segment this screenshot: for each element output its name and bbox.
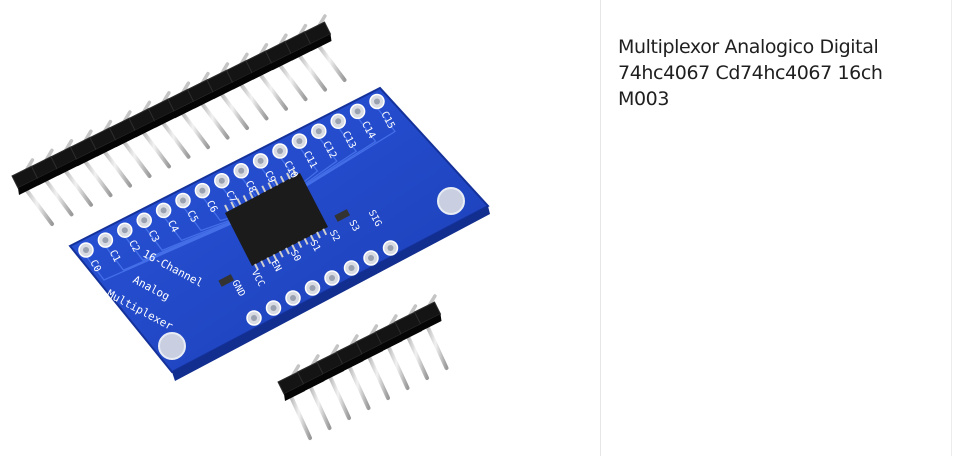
panel-edge <box>951 0 952 456</box>
svg-text:C8: C8 <box>243 179 258 195</box>
svg-text:S1: S1 <box>307 238 322 254</box>
svg-text:C2: C2 <box>126 238 141 254</box>
svg-text:C4: C4 <box>165 219 180 235</box>
svg-text:S3: S3 <box>346 218 361 233</box>
svg-text:C3: C3 <box>146 229 161 245</box>
svg-text:S0: S0 <box>288 248 303 264</box>
svg-text:C1: C1 <box>107 248 122 264</box>
svg-text:C6: C6 <box>204 199 219 215</box>
panel-divider <box>600 0 601 456</box>
svg-text:C9: C9 <box>262 169 277 185</box>
svg-text:C5: C5 <box>184 209 199 225</box>
header-strip-16-pin <box>11 14 347 226</box>
header-strip-8-pin <box>277 294 449 440</box>
svg-text:S2: S2 <box>327 228 342 243</box>
svg-text:EN: EN <box>268 258 283 274</box>
product-title: Multiplexor Analogico Digital 74hc4067 C… <box>618 36 883 110</box>
svg-text:C7: C7 <box>223 189 238 205</box>
product-info: Multiplexor Analogico Digital 74hc4067 C… <box>618 34 928 112</box>
svg-text:C0: C0 <box>87 258 102 274</box>
mux-chip <box>224 169 328 271</box>
